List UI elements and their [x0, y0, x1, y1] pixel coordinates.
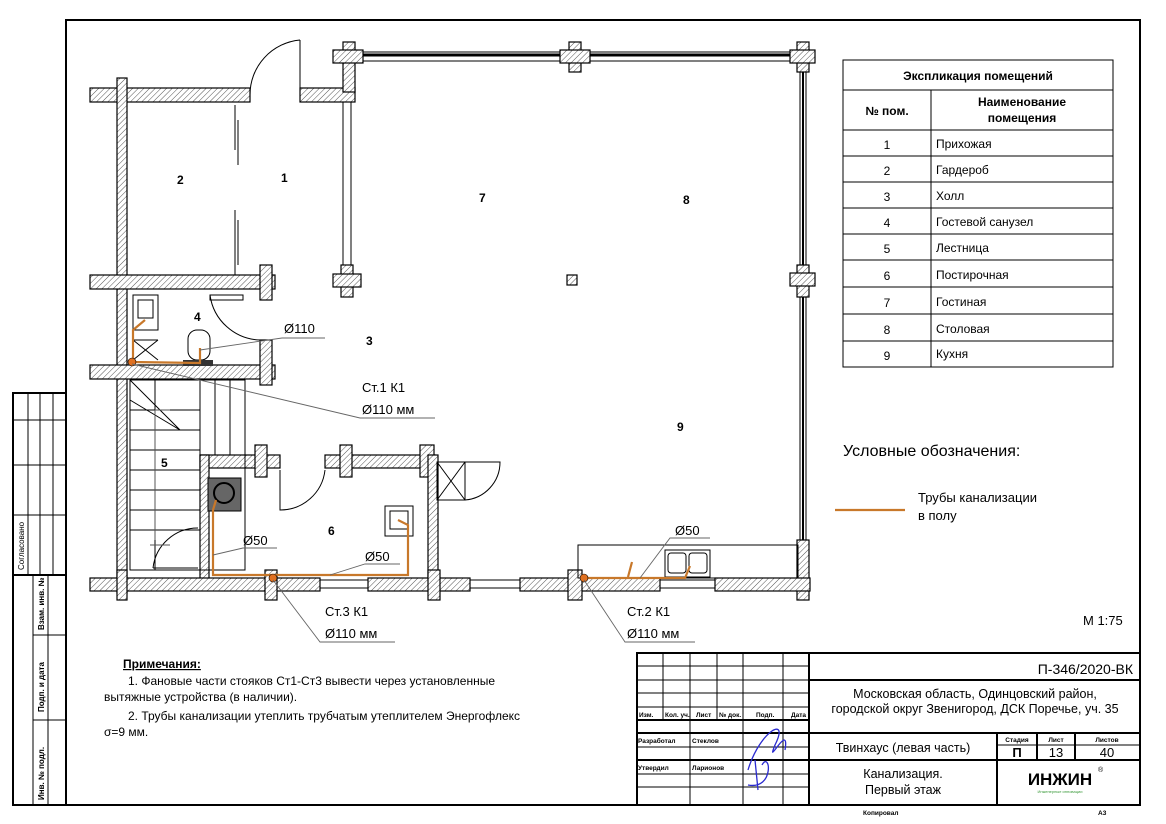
label-st3: Ст.3 К1 [325, 604, 368, 619]
row-num: 8 [884, 323, 891, 337]
legend: Условные обозначения: Трубы канализации … [835, 443, 1037, 523]
room-number-5: 5 [161, 456, 168, 470]
agreed-label: Согласовано [17, 521, 26, 570]
legend-item: Трубы канализации [918, 490, 1037, 505]
label-d110: Ø110 [284, 321, 315, 336]
logo-subtitle: Инженерные инновации [1037, 789, 1082, 794]
room-number-8: 8 [683, 193, 690, 207]
stairs [129, 379, 246, 571]
role-developer: Разработал [638, 737, 676, 745]
room-number-9: 9 [677, 420, 684, 434]
row-name: Холл [936, 189, 964, 203]
sheets-value: 40 [1100, 745, 1114, 760]
label-d50-b: Ø50 [365, 549, 390, 564]
svg-text:®: ® [1098, 766, 1104, 774]
label-st2-diameter: Ø110 мм [627, 626, 679, 641]
company-logo: ИНЖИН ® Инженерные инновации [1028, 766, 1104, 794]
room-number-6: 6 [328, 524, 335, 538]
sewer-pipes [127, 319, 692, 583]
row-num: 7 [884, 296, 891, 310]
row-name: Лестница [936, 241, 989, 255]
notes-title: Примечания: [123, 657, 201, 671]
legend-title: Условные обозначения: [843, 443, 1020, 460]
note-1: 1. Фановые части стояков Ст1-Ст3 вывести… [128, 674, 495, 688]
h-doc: № док. [719, 712, 741, 719]
h-sheet: Лист [1048, 737, 1063, 744]
label-d50-a: Ø50 [243, 533, 268, 548]
copied-label: Копировал [863, 810, 898, 817]
riser-st2 [579, 573, 589, 583]
row-name: Кухня [936, 347, 968, 361]
col-number-header: № пом. [865, 104, 908, 118]
role-approver: Утвердил [638, 765, 669, 772]
room-number-2: 2 [177, 173, 184, 187]
row-num: 9 [884, 349, 891, 363]
row-name: Столовая [936, 322, 990, 336]
row-name: Гостиная [936, 295, 986, 309]
note-1-cont: вытяжные устройства (в наличии). [104, 690, 297, 704]
note-2-cont: σ=9 мм. [104, 725, 148, 739]
note-2: 2. Трубы канализации утеплить трубчатым … [128, 709, 520, 723]
h-list: Лист [696, 712, 711, 719]
row-num: 1 [884, 138, 891, 152]
row-name: Прихожая [936, 137, 992, 151]
riser-st3 [268, 573, 278, 583]
address-line-2: городской округ Звенигород, ДСК Поречье,… [831, 702, 1118, 716]
row-num: 5 [884, 242, 891, 256]
row-name: Постирочная [936, 268, 1009, 282]
label-st3-diameter: Ø110 мм [325, 626, 377, 641]
scale-label: М 1:75 [1083, 613, 1123, 628]
developer-name: Стеклов [692, 738, 719, 745]
row-num: 2 [884, 164, 891, 178]
document-code: П-346/2020-ВК [1038, 661, 1134, 677]
kitchen-counter [577, 544, 799, 579]
row-num: 3 [884, 190, 891, 204]
label-st2: Ст.2 К1 [627, 604, 670, 619]
label-d50-c: Ø50 [675, 523, 700, 538]
sheet-title-1: Канализация. [863, 767, 942, 781]
room-number-3: 3 [366, 334, 373, 348]
room-number-1: 1 [281, 171, 288, 185]
h-stage: Стадия [1005, 737, 1029, 744]
room-number-4: 4 [194, 310, 201, 324]
entrance-door [249, 39, 301, 96]
h-date: Дата [791, 712, 806, 719]
explication-title: Экспликация помещений [903, 69, 1053, 83]
vzam-label: Взам. инв. № [37, 577, 46, 630]
object-name: Твинхаус (левая часть) [836, 741, 971, 755]
floor-plan: 1 2 3 4 5 6 7 8 9 Ø110 Ст.1 К1 Ø110 мм Ø… [89, 39, 816, 643]
format-label: А3 [1098, 810, 1107, 817]
h-kol: Кол. уч. [665, 712, 690, 719]
row-name: Гардероб [936, 163, 989, 177]
riser-st1 [127, 357, 137, 367]
h-sheets: Листов [1095, 737, 1118, 744]
row-num: 6 [884, 269, 891, 283]
h-podp: Подп. [756, 712, 775, 719]
address-line-1: Московская область, Одинцовский район, [853, 687, 1097, 701]
side-stamp: Согласовано Взам. инв. № Подп. и дата Ин… [12, 392, 67, 806]
title-block: Изм. Кол. уч. Лист № док. Подп. Дата Раз… [636, 652, 1141, 817]
notes: Примечания: 1. Фановые части стояков Ст1… [104, 657, 520, 739]
label-st1: Ст.1 К1 [362, 380, 405, 395]
col-name-header: Наименование [978, 95, 1066, 109]
inv-label: Инв. № подл. [37, 747, 46, 800]
explication-table: Экспликация помещений № пом. Наименовани… [842, 59, 1114, 368]
sheet-value: 13 [1049, 745, 1063, 760]
approver-name: Ларионов [692, 765, 724, 772]
row-name: Гостевой санузел [936, 215, 1033, 229]
label-st1-diameter: Ø110 мм [362, 402, 414, 417]
col-name-header-2: помещения [988, 111, 1056, 125]
signature [747, 728, 787, 791]
row-num: 4 [884, 216, 891, 230]
sheet-title-2: Первый этаж [865, 783, 942, 797]
stage-value: П [1012, 745, 1021, 760]
room-number-7: 7 [479, 191, 486, 205]
podp-label: Подп. и дата [37, 662, 46, 712]
h-izm: Изм. [639, 712, 654, 719]
legend-item-2: в полу [918, 508, 957, 523]
logo-text: ИНЖИН [1028, 770, 1092, 789]
